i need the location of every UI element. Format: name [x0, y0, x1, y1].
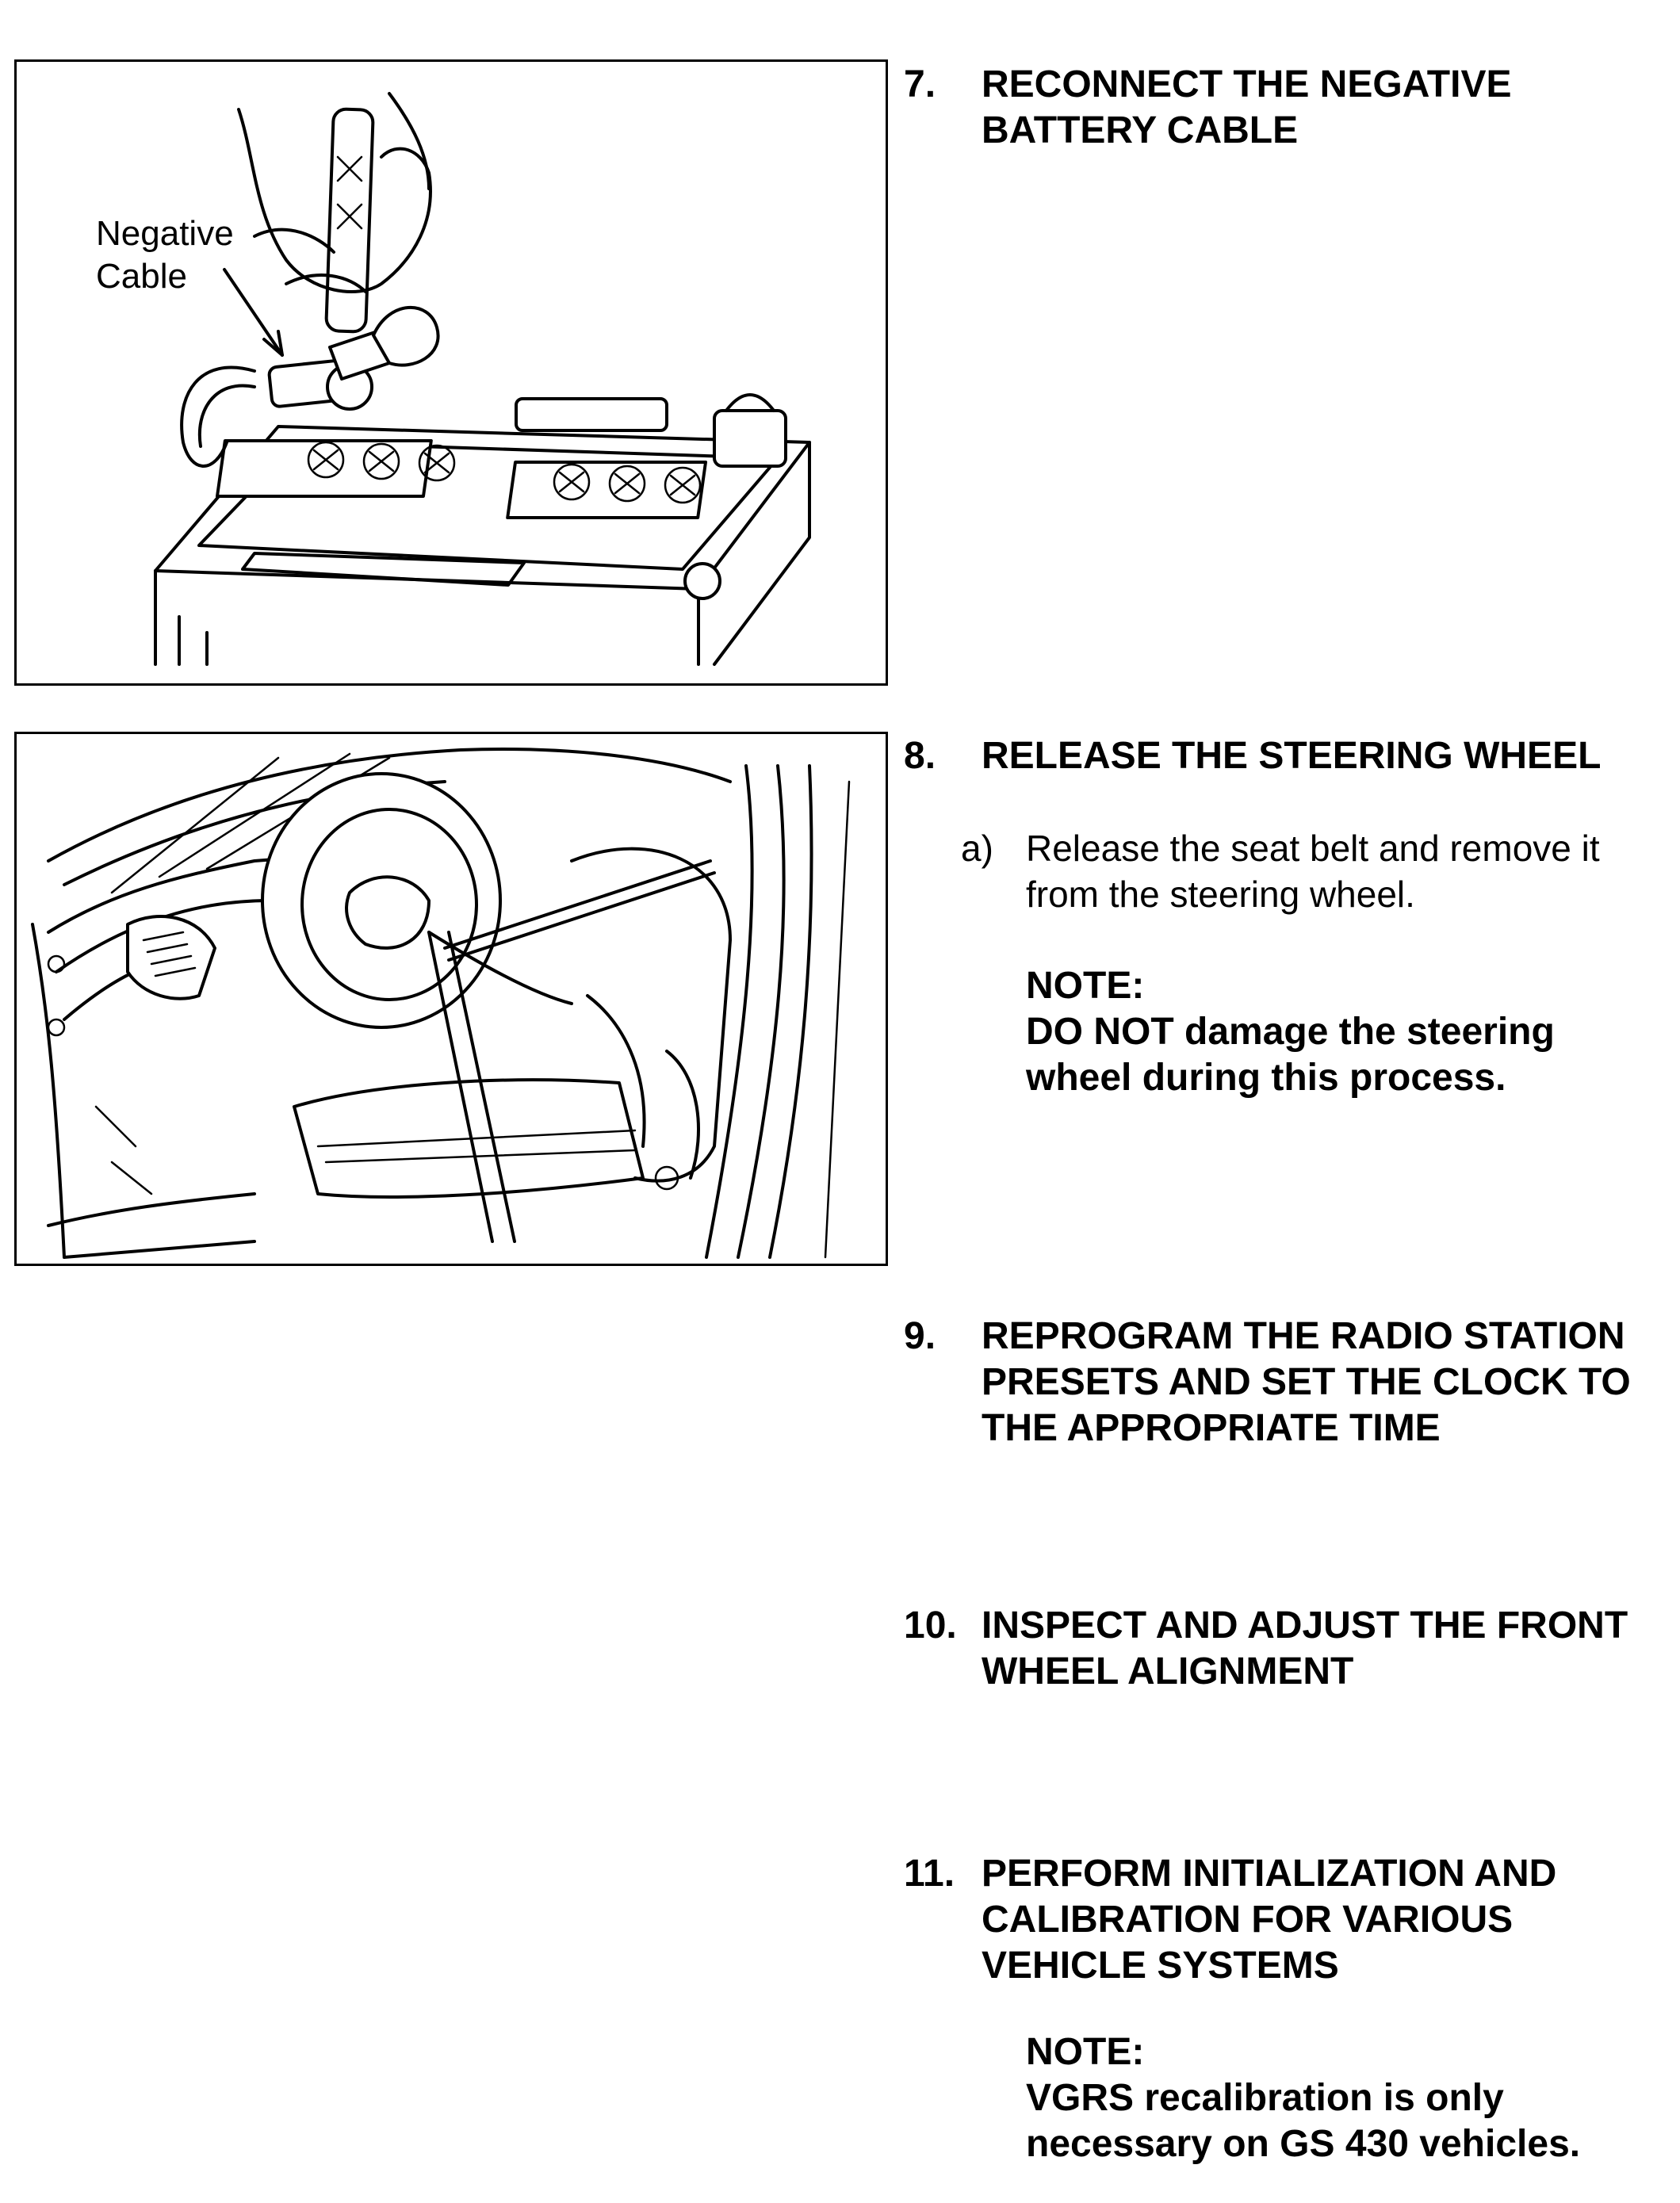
- note-vgrs: NOTE: VGRS recalibration is only necessa…: [1026, 2029, 1660, 2167]
- step-number: 10.: [904, 1604, 957, 1647]
- step-number: 8.: [904, 735, 936, 777]
- note-steering: NOTE: DO NOT damage the steering wheel d…: [1026, 963, 1660, 1101]
- interior-drawing: [31, 748, 851, 1259]
- battery-drawing: [154, 92, 811, 666]
- battery-illustration: Negative Cable: [14, 59, 888, 686]
- step-title: RECONNECT THE NEGATIVE BATTERY CABLE: [982, 63, 1512, 151]
- step-title: INSPECT AND ADJUST THE FRONT WHEEL ALIGN…: [982, 1604, 1628, 1692]
- note-label: NOTE:: [1026, 2031, 1145, 2073]
- note-text: DO NOT damage the steering wheel during …: [1026, 1011, 1555, 1099]
- note-label: NOTE:: [1026, 965, 1145, 1007]
- substep-text: Release the seat belt and remove it from…: [1026, 828, 1600, 915]
- step-title: RELEASE THE STEERING WHEEL: [982, 735, 1602, 777]
- step-number: 11.: [904, 1853, 955, 1895]
- step-title: REPROGRAM THE RADIO STATION PRESETS AND …: [982, 1315, 1631, 1449]
- negative-cable-label: Negative Cable: [96, 214, 234, 296]
- steering-wheel-illustration: [14, 732, 888, 1266]
- substep-letter: a): [961, 828, 993, 869]
- step-number: 7.: [904, 63, 936, 105]
- step-number: 9.: [904, 1315, 936, 1357]
- note-text: VGRS recalibration is only necessary on …: [1026, 2077, 1581, 2165]
- step-title: PERFORM INITIALIZATION AND CALIBRATION F…: [982, 1853, 1557, 1987]
